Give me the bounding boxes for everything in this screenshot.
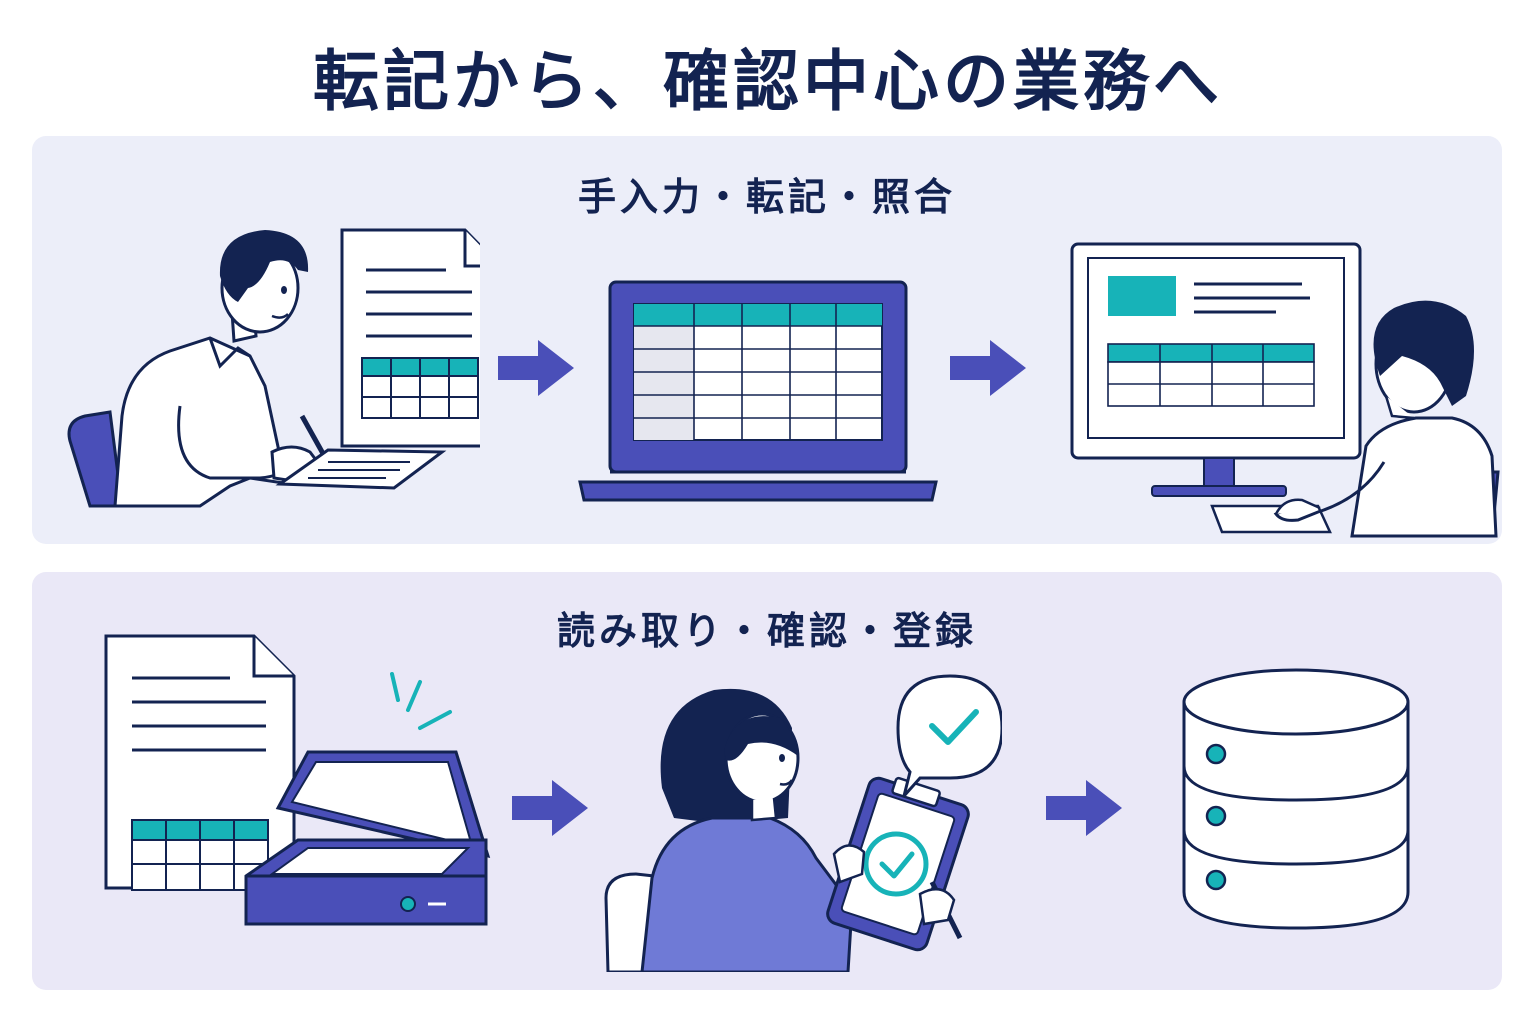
page-title: 転記から、確認中心の業務へ xyxy=(313,43,1223,120)
arrow-right-icon xyxy=(512,780,588,836)
document-scanner-icon xyxy=(104,634,491,926)
arrow-right-icon xyxy=(950,340,1026,396)
automated-process-heading: 読み取り・確認・登録 xyxy=(556,609,977,653)
manual-process-panel: 手入力・転記・照合 xyxy=(32,136,1502,544)
database-icon xyxy=(1182,668,1410,930)
person-checking-tablet-icon xyxy=(604,674,1002,972)
automated-process-panel: 読み取り・確認・登録 xyxy=(32,572,1502,990)
arrow-right-icon xyxy=(1046,780,1122,836)
manual-process-heading: 手入力・転記・照合 xyxy=(577,175,956,219)
arrow-right-icon xyxy=(498,340,574,396)
person-writing-icon xyxy=(67,228,480,508)
person-at-monitor-icon xyxy=(1070,242,1500,538)
laptop-spreadsheet-icon xyxy=(578,280,938,502)
